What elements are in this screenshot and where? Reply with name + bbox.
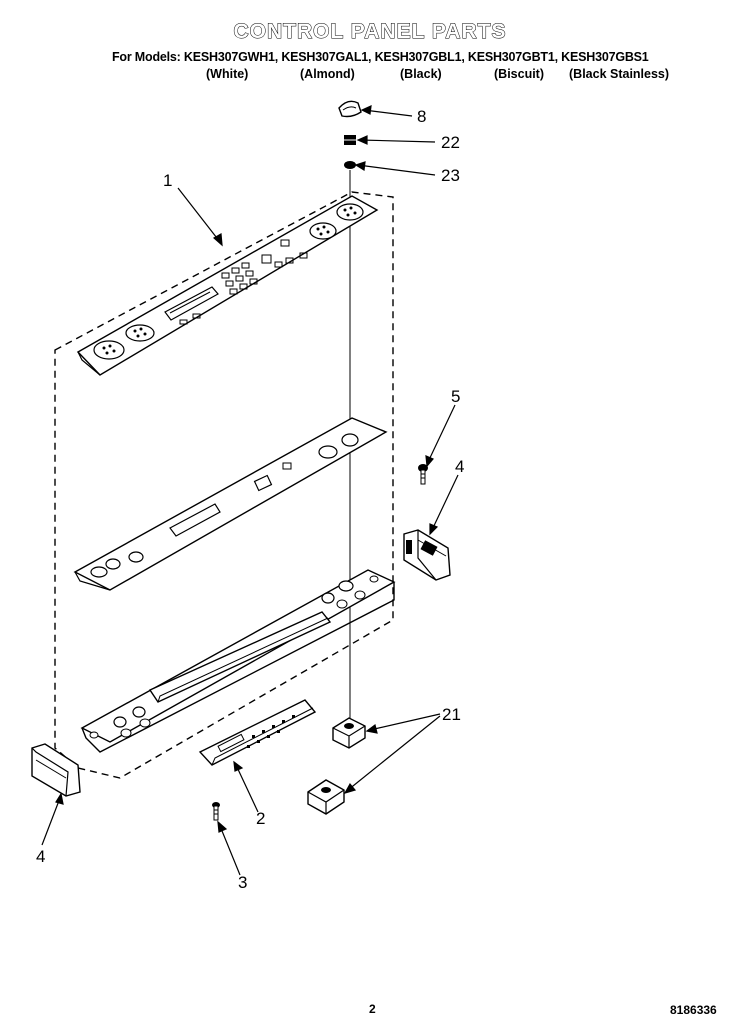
part-21-switch-lower	[307, 779, 345, 815]
page-number: 2	[369, 1002, 376, 1016]
callout-2: 2	[256, 809, 265, 828]
callout-4-left: 4	[36, 847, 45, 866]
color-black: (Black)	[400, 67, 442, 81]
gasket-panel	[73, 417, 388, 591]
color-black-stainless: (Black Stainless)	[569, 67, 670, 81]
part-1-overlay	[76, 195, 379, 376]
part-2-control-board	[198, 699, 317, 766]
part-23-washer	[344, 161, 356, 169]
callout-5: 5	[451, 387, 460, 406]
callout-4-right: 4	[455, 457, 464, 476]
callout-22: 22	[441, 133, 460, 152]
part-21-switch-upper	[332, 717, 366, 749]
part-8-knob	[338, 100, 362, 118]
callout-21: 21	[442, 705, 461, 724]
part-5-screw	[418, 464, 428, 485]
callout-3: 3	[238, 873, 247, 892]
callout-1: 1	[163, 171, 172, 190]
part-4-end-cap-left	[31, 743, 81, 797]
models-line: For Models: KESH307GWH1, KESH307GAL1, KE…	[112, 50, 649, 64]
callout-8: 8	[417, 107, 426, 126]
part-3-screw	[212, 802, 220, 821]
color-biscuit: (Biscuit)	[494, 67, 544, 81]
page-title: CONTROL PANEL PARTS	[233, 20, 507, 44]
callout-23: 23	[441, 166, 460, 185]
part-4-end-cap-right	[403, 529, 451, 581]
document-number: 8186336	[670, 1003, 717, 1017]
console-panel	[80, 569, 396, 753]
color-white: (White)	[206, 67, 249, 81]
leader-lines	[41, 105, 459, 876]
color-almond: (Almond)	[300, 67, 355, 81]
color-row: (White) (Almond) (Black) (Biscuit) (Blac…	[0, 67, 752, 83]
part-22-spring	[344, 135, 356, 145]
